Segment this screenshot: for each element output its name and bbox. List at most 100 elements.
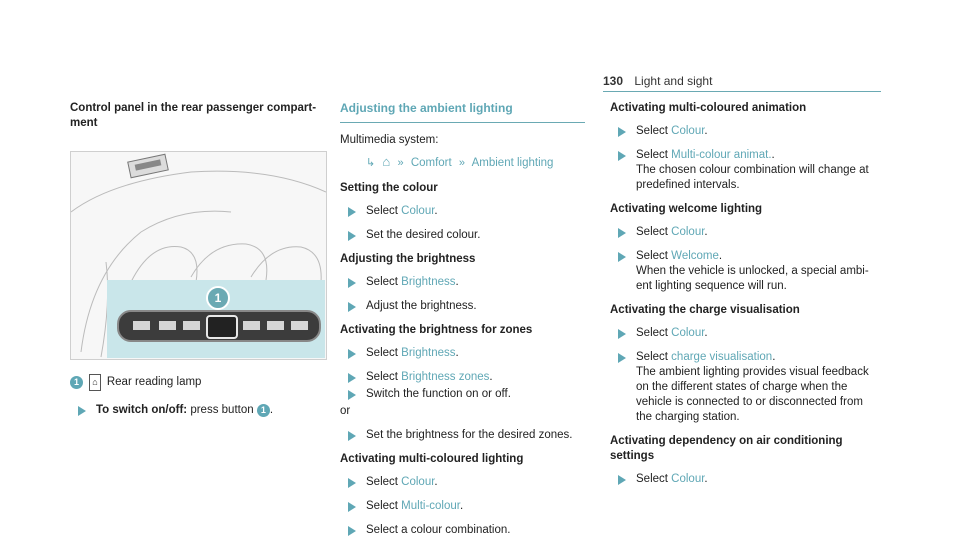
step: Adjust the brightness. xyxy=(340,299,585,314)
subheading: Activating dependency on air conditionin… xyxy=(610,435,843,462)
step-label: To switch on/off: xyxy=(96,404,188,416)
system-label: Multimedia system: xyxy=(340,134,439,146)
section-name: Light and sight xyxy=(634,74,713,88)
step-end: . xyxy=(704,473,708,485)
triangle-right-icon xyxy=(618,151,626,161)
double-chevron-icon: » xyxy=(397,157,404,169)
step-text: Select xyxy=(636,250,672,262)
step: Select Colour. xyxy=(340,475,585,490)
step-end: . xyxy=(704,226,708,238)
step-badge: 1 xyxy=(256,404,270,417)
step: Select a colour combination. xyxy=(340,523,585,538)
step-text: Select xyxy=(636,351,672,363)
section-title: Adjusting the ambient lighting xyxy=(340,101,585,123)
figure-legend: 1 ⌂ Rear reading lamp xyxy=(70,374,325,391)
triangle-right-icon xyxy=(78,406,86,416)
step-end: . xyxy=(704,327,708,339)
step-text: Set the brightness for the desired zones… xyxy=(366,429,573,441)
double-chevron-icon: » xyxy=(458,157,466,169)
step: Select Colour. xyxy=(610,472,880,487)
triangle-right-icon xyxy=(348,390,356,400)
menu-term: Brightness xyxy=(401,347,456,359)
triangle-right-icon xyxy=(348,478,356,488)
panel-button xyxy=(243,321,260,330)
step-end: . xyxy=(455,347,459,359)
triangle-right-icon xyxy=(348,207,356,217)
header-rule xyxy=(603,91,881,92)
step-text: Select xyxy=(636,327,672,339)
panel-button xyxy=(267,321,284,330)
menu-term: charge visualisation xyxy=(671,351,773,363)
step-end: . xyxy=(718,250,723,262)
step-text: press button xyxy=(187,404,257,416)
step: Select Multi-colour. xyxy=(340,499,585,514)
menu-term: Multi-colour xyxy=(401,500,460,512)
step-text: Select xyxy=(636,473,672,485)
page-number: 130 xyxy=(603,74,624,88)
path-ambient: Ambient lighting xyxy=(471,157,554,169)
menu-term: Colour xyxy=(671,327,705,339)
step: Select Colour. xyxy=(610,124,880,139)
menu-term: Brightness xyxy=(401,276,456,288)
menu-term: Colour xyxy=(671,125,705,137)
panel-button xyxy=(159,321,176,330)
step: Select Brightness. xyxy=(340,275,585,290)
step: Select Brightness. xyxy=(340,346,585,361)
menu-term: Welcome xyxy=(671,250,719,262)
page-header: 130 Light and sight xyxy=(603,74,712,88)
triangle-right-icon xyxy=(618,127,626,137)
menu-term: Colour xyxy=(671,226,705,238)
subheading: Adjusting the brightness xyxy=(340,253,476,265)
step-end: . xyxy=(455,276,459,288)
subheading: Activating multi-coloured animation xyxy=(610,102,807,114)
step-end: . xyxy=(459,500,464,512)
step: Set the brightness for the desired zones… xyxy=(340,428,585,443)
triangle-right-icon xyxy=(618,475,626,485)
column-3: Activating multi-coloured animation Sele… xyxy=(610,101,880,496)
triangle-right-icon xyxy=(348,349,356,359)
step-end: . xyxy=(489,371,493,383)
step-description: When the vehicle is unlocked, a special … xyxy=(636,265,869,292)
home-icon: ⌂ xyxy=(382,154,391,169)
triangle-right-icon xyxy=(348,431,356,441)
step-text: Select a colour combination. xyxy=(366,524,511,536)
step-text: Select xyxy=(366,476,402,488)
step-text: Adjust the brightness. xyxy=(366,300,477,312)
or-text: or xyxy=(340,405,351,417)
step: Switch the function on or off. xyxy=(340,387,585,402)
subheading: Setting the colour xyxy=(340,182,438,194)
triangle-right-icon xyxy=(618,353,626,363)
step-text: Select xyxy=(366,347,402,359)
column-1: Control panel in the rear passenger comp… xyxy=(70,101,327,427)
step-text: Select xyxy=(366,276,402,288)
triangle-right-icon xyxy=(618,228,626,238)
triangle-right-icon xyxy=(348,502,356,512)
step: Select charge visualisation.The ambient … xyxy=(610,350,880,425)
triangle-right-icon xyxy=(348,526,356,536)
step: Select Multi-colour animat..The chosen c… xyxy=(610,148,880,193)
triangle-right-icon xyxy=(348,278,356,288)
step-text: Select xyxy=(366,371,402,383)
step-end: . xyxy=(771,149,775,161)
step-text: Switch the function on or off. xyxy=(366,388,511,400)
reading-lamp-button[interactable] xyxy=(206,315,238,339)
subheading: Activating the brightness for zones xyxy=(340,324,533,336)
step-text: Set the desired colour. xyxy=(366,229,481,241)
subheading: Activating welcome lighting xyxy=(610,203,763,215)
step-text: Select xyxy=(636,149,672,161)
step-end: . xyxy=(434,476,438,488)
panel-button xyxy=(183,321,200,330)
step: Select Colour. xyxy=(340,204,585,219)
path-comfort: Comfort xyxy=(410,157,452,169)
menu-term: Multi-colour animat. xyxy=(671,149,772,161)
step: Select Colour. xyxy=(610,326,880,341)
step-text: Select xyxy=(366,500,402,512)
triangle-right-icon xyxy=(348,373,356,383)
step: Select Welcome. When the vehicle is unloc… xyxy=(610,249,880,294)
step-text: Select xyxy=(636,125,672,137)
step-description: The ambient lighting provides visual fee… xyxy=(636,366,869,423)
menu-term: Brightness zones xyxy=(401,371,490,383)
step: Select Brightness zones. xyxy=(340,370,585,385)
triangle-right-icon xyxy=(618,252,626,262)
panel-button xyxy=(291,321,308,330)
